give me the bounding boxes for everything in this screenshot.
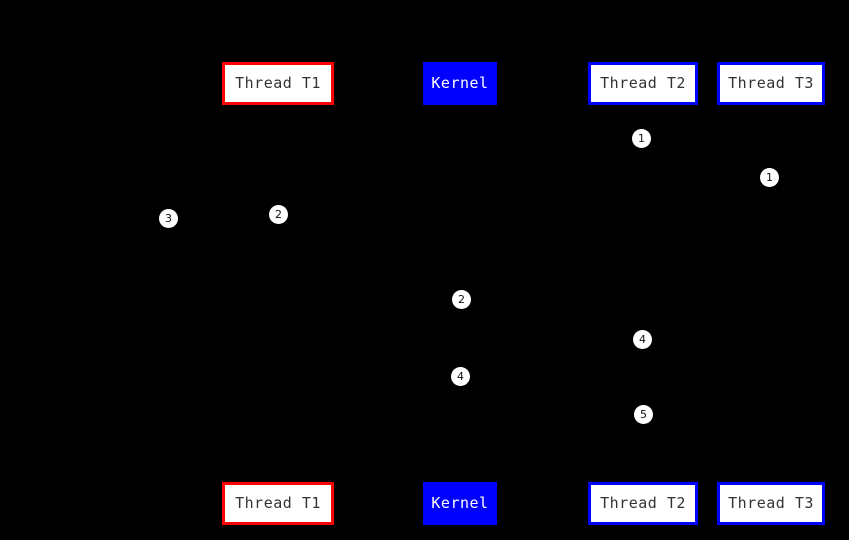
lifeline-t2 <box>643 105 644 482</box>
step-marker: 4 <box>451 367 470 386</box>
participant-label: Thread T3 <box>728 74 814 92</box>
participant-thread-t2-bottom[interactable]: Thread T2 <box>588 482 698 525</box>
message-arrow <box>417 309 503 310</box>
participant-label: Thread T1 <box>235 74 321 92</box>
lifeline-t3 <box>771 105 772 482</box>
participant-label: Thread T3 <box>728 494 814 512</box>
message-arrow <box>168 228 278 229</box>
step-marker: 3 <box>159 209 178 228</box>
message-arrow <box>600 424 686 425</box>
participant-label: Kernel <box>431 494 489 512</box>
participant-thread-t2-top[interactable]: Thread T2 <box>588 62 698 105</box>
participant-thread-t3-bottom[interactable]: Thread T3 <box>717 482 825 525</box>
participant-kernel-top[interactable]: Kernel <box>423 62 497 105</box>
participant-thread-t3-top[interactable]: Thread T3 <box>717 62 825 105</box>
participant-label: Thread T2 <box>600 494 686 512</box>
participant-label: Kernel <box>431 74 489 92</box>
step-marker: 1 <box>760 168 779 187</box>
step-marker: 4 <box>633 330 652 349</box>
participant-thread-t1-bottom[interactable]: Thread T1 <box>222 482 334 525</box>
participant-thread-t1-top[interactable]: Thread T1 <box>222 62 334 105</box>
step-marker: 5 <box>634 405 653 424</box>
message-arrow <box>600 148 686 149</box>
lifeline-t1 <box>278 105 279 482</box>
message-arrow <box>600 349 686 350</box>
message-arrow <box>417 386 503 387</box>
step-marker: 1 <box>632 129 651 148</box>
message-arrow <box>728 187 814 188</box>
participant-kernel-bottom[interactable]: Kernel <box>423 482 497 525</box>
participant-label: Thread T2 <box>600 74 686 92</box>
step-marker: 2 <box>269 205 288 224</box>
step-marker: 2 <box>452 290 471 309</box>
participant-label: Thread T1 <box>235 494 321 512</box>
